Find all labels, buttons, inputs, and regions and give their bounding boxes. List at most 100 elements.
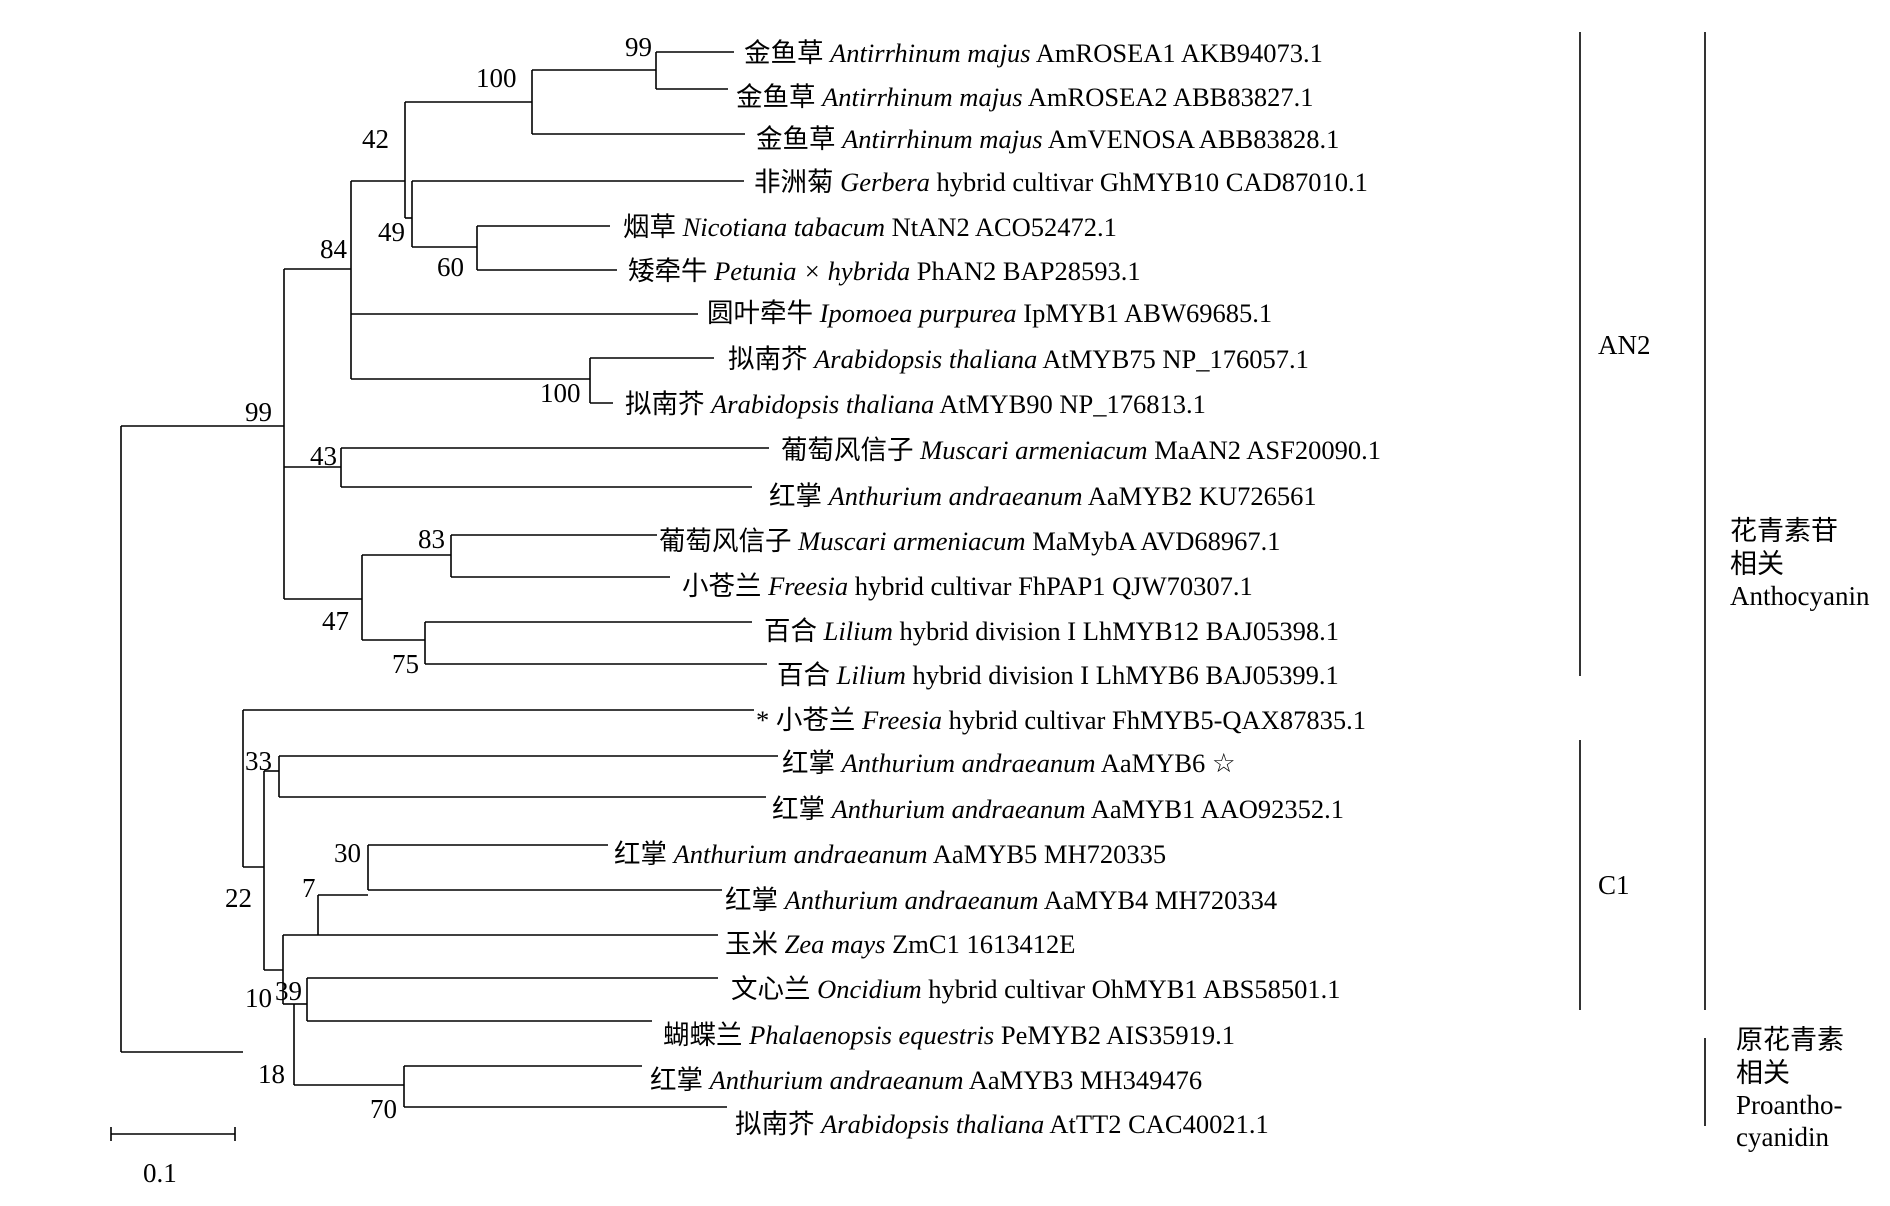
tip-gene: AmROSEA2 ABB83827.1 [1023, 82, 1314, 112]
tip-species: Antirrhinum majus [820, 82, 1023, 112]
tip-label: 文心兰 Oncidium hybrid cultivar OhMYB1 ABS5… [731, 974, 1341, 1004]
tip-label: 非洲菊 Gerbera hybrid cultivar GhMYB10 CAD8… [754, 167, 1368, 197]
tip-label: 百合 Lilium hybrid division I LhMYB6 BAJ05… [777, 660, 1339, 690]
bootstrap-value: 30 [334, 838, 361, 868]
tree-branches [120, 51, 778, 1108]
tip-label: 百合 Lilium hybrid division I LhMYB12 BAJ0… [764, 616, 1339, 646]
tip-species: Anthurium andraeanum [840, 748, 1096, 778]
tip-species: Anthurium andraeanum [827, 481, 1083, 511]
bootstrap-value: 49 [378, 217, 405, 247]
proanthocyanidin-label-2: Proantho- [1736, 1090, 1842, 1120]
tip-gene: hybrid cultivar FhPAP1 QJW70307.1 [848, 571, 1253, 601]
tip-label: 矮牵牛 Petunia × hybrida PhAN2 BAP28593.1 [628, 256, 1141, 286]
tip-common-name: 红掌 [725, 885, 785, 915]
tip-common-name: 圆叶牵牛 [707, 298, 820, 328]
tip-gene: IpMYB1 ABW69685.1 [1017, 298, 1272, 328]
tip-gene: PeMYB2 AIS35919.1 [994, 1020, 1235, 1050]
tip-gene: hybrid division I LhMYB6 BAJ05399.1 [906, 660, 1339, 690]
tip-common-name: 红掌 [769, 481, 829, 511]
group-labels: AN2 C1 花青素苷 相关 Anthocyanin 原花青素 相关 Proan… [1598, 330, 1870, 1152]
tip-label: 金鱼草 Antirrhinum majus AmROSEA1 AKB94073.… [744, 38, 1323, 68]
tip-label: * 小苍兰 Freesia hybrid cultivar FhMYB5-QAX… [756, 705, 1366, 735]
tip-common-name: 葡萄风信子 [781, 435, 920, 465]
tip-species: Arabidopsis thaliana [812, 344, 1037, 374]
bootstrap-value: 60 [437, 252, 464, 282]
tip-gene: AtMYB75 NP_176057.1 [1037, 344, 1309, 374]
tip-species: Anthurium andraeanum [672, 839, 928, 869]
proanthocyanidin-label-3: cyanidin [1736, 1122, 1829, 1152]
proanthocyanidin-label-1: 相关 [1736, 1058, 1790, 1088]
tip-gene: AaMYB3 MH349476 [964, 1065, 1203, 1095]
tip-species: Lilium [823, 616, 893, 646]
tip-species: Anthurium andraeanum [830, 794, 1086, 824]
anthocyanin-label-0: 花青素苷 [1730, 516, 1838, 546]
tip-species: Oncidium [817, 974, 922, 1004]
bootstrap-value: 99 [245, 397, 272, 427]
tip-common-name: 烟草 [623, 212, 683, 242]
tip-gene: hybrid cultivar GhMYB10 CAD87010.1 [930, 167, 1368, 197]
tip-gene: PhAN2 BAP28593.1 [910, 256, 1140, 286]
anthocyanin-label-2: Anthocyanin [1730, 581, 1870, 611]
tip-label: 红掌 Anthurium andraeanum AaMYB3 MH349476 [650, 1065, 1202, 1095]
tip-species: Freesia [767, 571, 848, 601]
tip-gene: AtTT2 CAC40021.1 [1044, 1109, 1269, 1139]
tip-gene: AmVENOSA ABB83828.1 [1043, 124, 1340, 154]
tip-common-name: * 小苍兰 [756, 705, 862, 735]
tip-common-name: 非洲菊 [754, 167, 840, 197]
tip-gene: AaMYB6 ☆ [1096, 748, 1236, 778]
tip-gene: AaMYB1 AAO92352.1 [1086, 794, 1344, 824]
tip-species: Anthurium andraeanum [783, 885, 1039, 915]
tip-label: 葡萄风信子 Muscari armeniacum MaAN2 ASF20090.… [781, 435, 1381, 465]
tip-gene: AaMYB4 MH720334 [1039, 885, 1278, 915]
tip-gene: ZmC1 1613412E [885, 929, 1075, 959]
tip-gene: AaMYB2 KU726561 [1083, 481, 1317, 511]
tip-gene: AtMYB90 NP_176813.1 [934, 389, 1206, 419]
bootstrap-value: 75 [392, 649, 419, 679]
tip-label: 金鱼草 Antirrhinum majus AmVENOSA ABB83828.… [756, 124, 1339, 154]
tip-common-name: 红掌 [782, 748, 842, 778]
bootstrap-value: 22 [225, 883, 252, 913]
tip-gene: NtAN2 ACO52472.1 [885, 212, 1117, 242]
tip-species: Lilium [836, 660, 906, 690]
tip-common-name: 金鱼草 [756, 124, 842, 154]
tip-species: Arabidopsis thaliana [819, 1109, 1044, 1139]
c1-label: C1 [1598, 870, 1630, 900]
bootstrap-value: 47 [322, 606, 349, 636]
tip-label: 金鱼草 Antirrhinum majus AmROSEA2 ABB83827.… [736, 82, 1313, 112]
tip-common-name: 金鱼草 [736, 82, 822, 112]
tip-label: 拟南芥 Arabidopsis thaliana AtTT2 CAC40021.… [735, 1109, 1269, 1139]
tip-label: 红掌 Anthurium andraeanum AaMYB1 AAO92352.… [772, 794, 1344, 824]
tip-gene: hybrid cultivar OhMYB1 ABS58501.1 [922, 974, 1341, 1004]
tip-species: Freesia [861, 705, 942, 735]
an2-label: AN2 [1598, 330, 1651, 360]
group-bars [1579, 32, 1706, 1126]
tip-common-name: 玉米 [725, 929, 785, 959]
tip-label: 红掌 Anthurium andraeanum AaMYB2 KU726561 [769, 481, 1317, 511]
tip-common-name: 葡萄风信子 [659, 526, 798, 556]
tip-gene: MaAN2 ASF20090.1 [1148, 435, 1381, 465]
scale-bar [110, 1127, 236, 1141]
tip-species: Gerbera [840, 167, 930, 197]
tip-common-name: 拟南芥 [735, 1109, 821, 1139]
tip-gene: hybrid division I LhMYB12 BAJ05398.1 [893, 616, 1339, 646]
bootstrap-value: 100 [540, 378, 581, 408]
tip-common-name: 红掌 [772, 794, 832, 824]
bootstrap-value: 100 [476, 63, 517, 93]
tip-label: 小苍兰 Freesia hybrid cultivar FhPAP1 QJW70… [682, 571, 1253, 601]
tip-common-name: 百合 [777, 660, 837, 690]
tip-common-name: 红掌 [614, 839, 674, 869]
tip-common-name: 拟南芥 [728, 344, 814, 374]
bootstrap-value: 70 [370, 1094, 397, 1124]
tip-label: 蝴蝶兰 Phalaenopsis equestris PeMYB2 AIS359… [663, 1020, 1235, 1050]
bootstrap-value: 43 [310, 441, 337, 471]
bootstrap-value: 83 [418, 524, 445, 554]
tip-species: Muscari armeniacum [797, 526, 1025, 556]
tip-gene: AmROSEA1 AKB94073.1 [1031, 38, 1323, 68]
tip-species: Phalaenopsis equestris [748, 1020, 994, 1050]
bootstrap-value: 99 [625, 32, 652, 62]
tip-label: 红掌 Anthurium andraeanum AaMYB5 MH720335 [614, 839, 1166, 869]
tip-gene: MaMybA AVD68967.1 [1026, 526, 1281, 556]
bootstrap-value: 7 [302, 873, 316, 903]
